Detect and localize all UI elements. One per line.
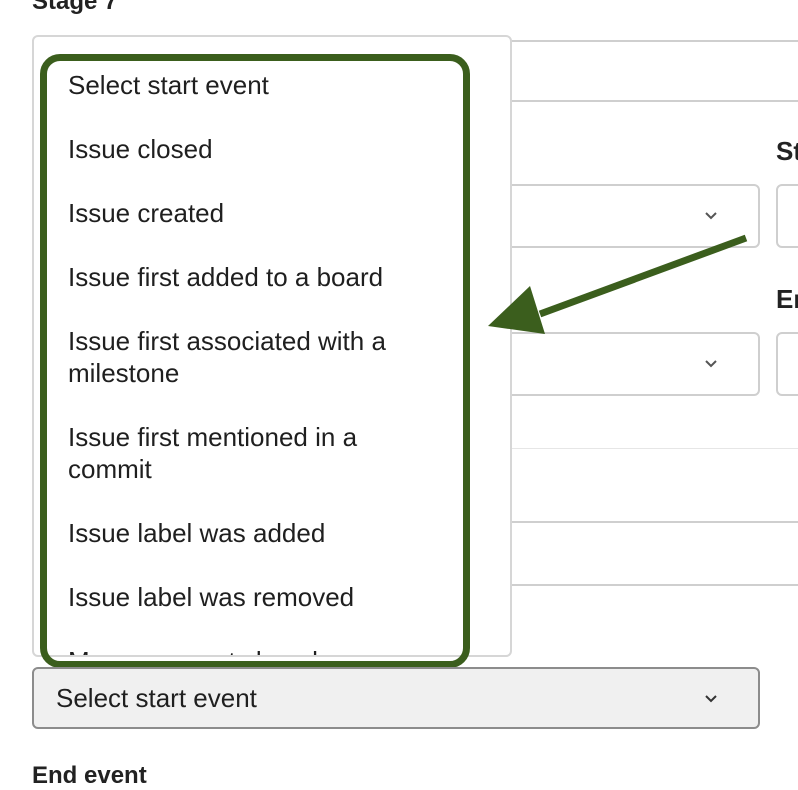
- chevron-down-icon: [705, 212, 717, 220]
- dropdown-option[interactable]: Merge request closed: [68, 645, 468, 655]
- dropdown-option[interactable]: Issue created: [68, 198, 225, 228]
- dropdown-option[interactable]: Issue first added to a board: [68, 262, 384, 292]
- end-event-label-select-background[interactable]: [776, 332, 798, 396]
- end-event-label-truncated: En: [776, 284, 798, 314]
- divider: [300, 448, 798, 449]
- chevron-down-icon: [705, 695, 717, 703]
- dropdown-option[interactable]: Issue first mentioned in a commit: [68, 422, 358, 484]
- dropdown-option[interactable]: Select start event: [68, 70, 269, 100]
- chevron-down-icon: [705, 360, 717, 368]
- dropdown-option[interactable]: Issue label was removed: [68, 582, 355, 612]
- dropdown-option[interactable]: Issue closed: [68, 134, 213, 164]
- end-event-label: End event: [32, 762, 147, 789]
- start-event-label-select-background[interactable]: [776, 184, 798, 248]
- stage-title: Stage 7: [32, 0, 118, 15]
- start-event-select-value: Select start event: [56, 683, 257, 713]
- dropdown-option[interactable]: Issue first associated with a milestone: [68, 326, 386, 388]
- start-event-dropdown-menu: Select start event Issue closed Issue cr…: [32, 35, 512, 657]
- start-event-label-truncated: St: [776, 136, 798, 166]
- start-event-select[interactable]: Select start event: [32, 667, 760, 729]
- dropdown-option[interactable]: Issue label was added: [68, 518, 326, 548]
- divider: [300, 521, 798, 523]
- divider: [300, 584, 798, 586]
